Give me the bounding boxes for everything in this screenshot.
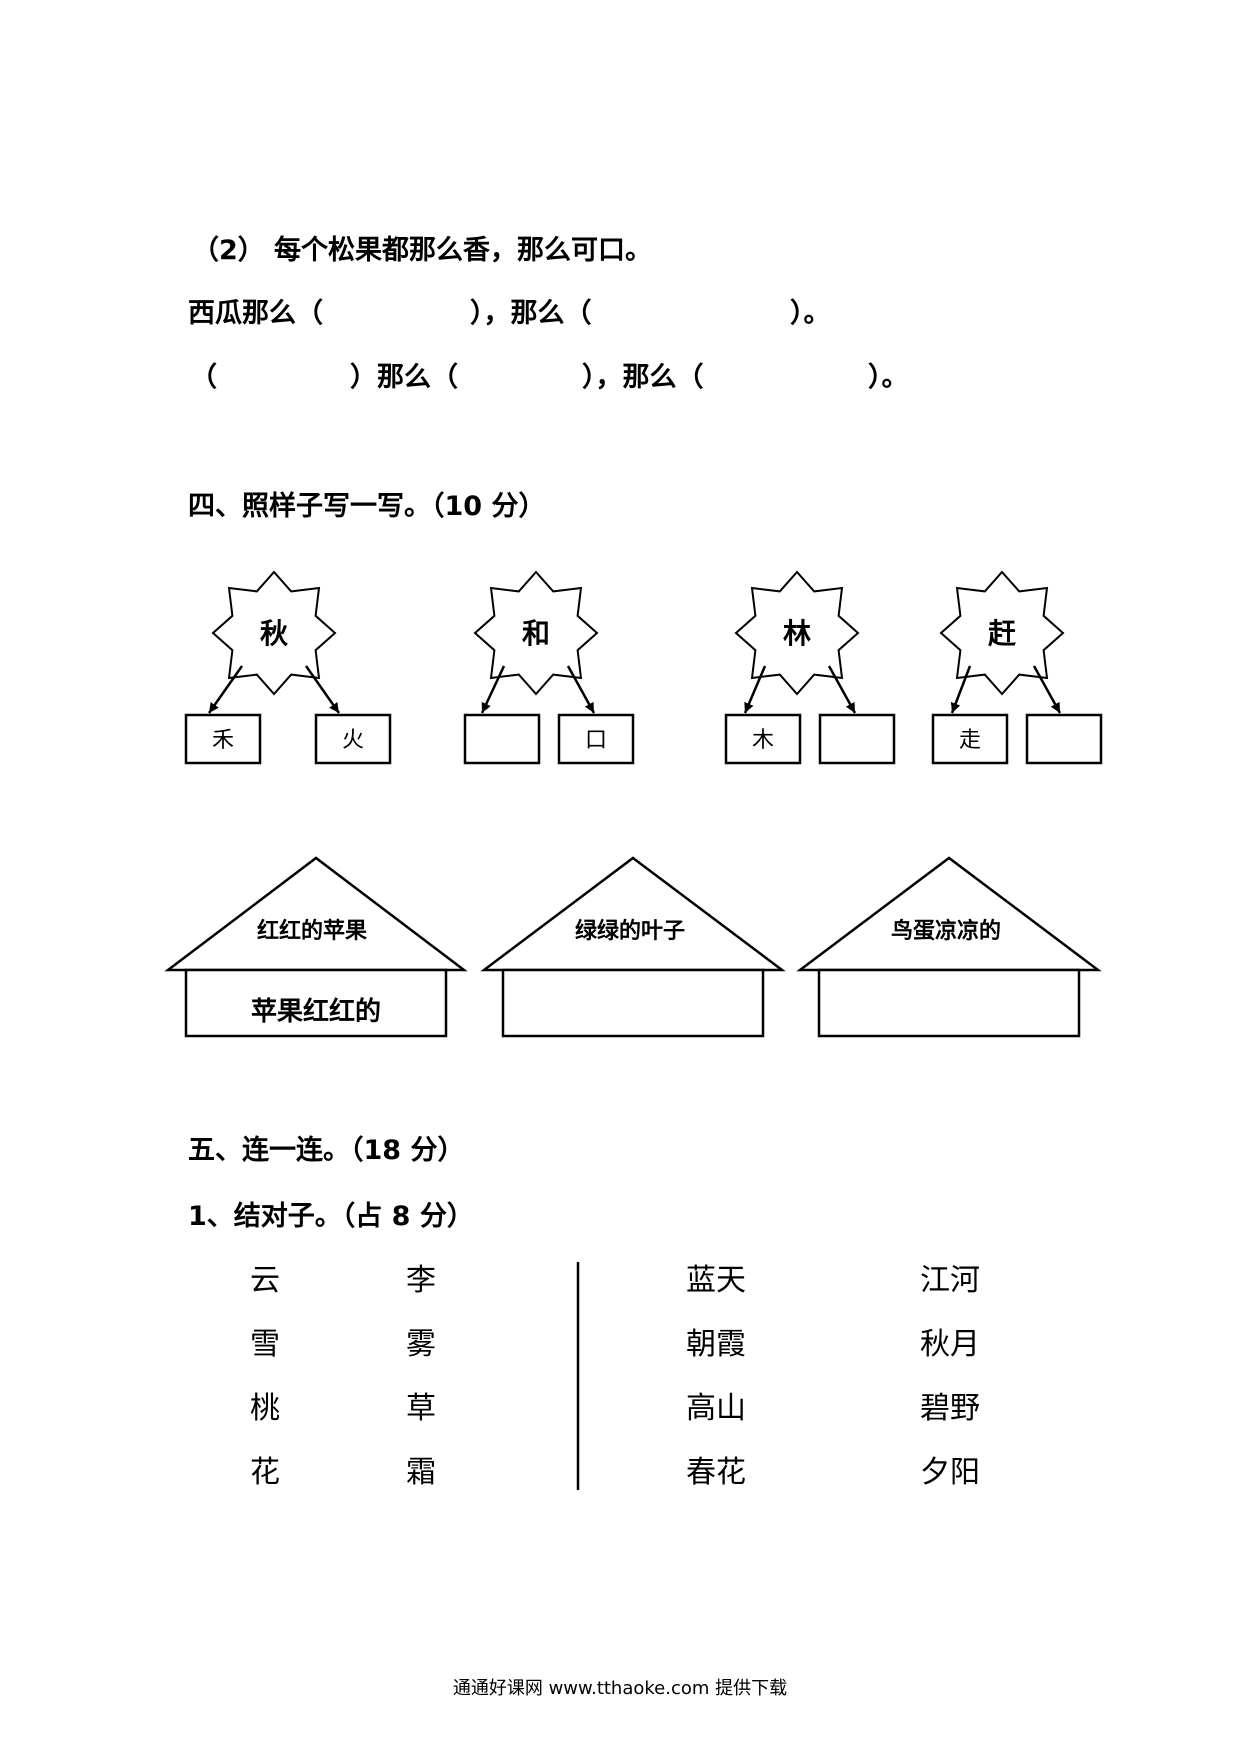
answer-box-right[interactable] [1025, 713, 1103, 765]
house-body-text: 苹果红红的 [251, 996, 381, 1027]
star-group-3: 林 木 [724, 570, 896, 765]
answer-box-left[interactable] [184, 713, 262, 765]
box-char-left: 木 [752, 728, 774, 753]
arrow-left [743, 665, 767, 714]
left-col-2-word[interactable]: 霜 [406, 1455, 436, 1490]
fill-line-2-part-4: ）。 [868, 362, 909, 393]
section-5-sub-1: 1、结对子。（占 8 分） [188, 1201, 474, 1232]
question-2-label: （2） [192, 235, 265, 266]
star-group-1: 秋 禾 火 [184, 570, 392, 765]
roof-text: 红红的苹果 [257, 918, 367, 944]
right-col-2-word[interactable]: 夕阳 [920, 1455, 980, 1490]
arrow-right [566, 665, 596, 714]
right-col-1-word[interactable]: 朝霞 [686, 1327, 746, 1362]
house-roof [164, 856, 468, 972]
star-shape [939, 570, 1065, 696]
house-roof [480, 856, 786, 972]
answer-box-left[interactable] [463, 713, 541, 765]
house-roof [796, 856, 1102, 972]
answer-box-right[interactable] [818, 713, 896, 765]
answer-box-right[interactable] [314, 713, 392, 765]
star-char: 赶 [988, 617, 1017, 650]
arrow-right [827, 665, 857, 714]
box-char-left: 禾 [212, 728, 234, 753]
right-col-2-word[interactable]: 江河 [920, 1263, 980, 1298]
answer-box-right[interactable] [557, 713, 635, 765]
left-col-2-word[interactable]: 雾 [406, 1327, 436, 1362]
star-shape [473, 570, 599, 696]
page-footer: 通通好课网 www.tthaoke.com 提供下载 [452, 1678, 788, 1699]
arrow-left [950, 665, 972, 714]
house-body[interactable] [817, 968, 1081, 1038]
star-char: 秋 [260, 617, 289, 650]
fill-line-2-part-3: ），那么（ [582, 362, 704, 393]
fill-line-1-part-3: ）。 [790, 298, 831, 329]
house-body[interactable] [501, 968, 765, 1038]
left-col-2-word[interactable]: 草 [406, 1391, 436, 1426]
right-col-2-word[interactable]: 秋月 [920, 1327, 980, 1362]
arrow-left [207, 665, 244, 714]
star-group-2: 和 口 [463, 570, 635, 765]
roof-text: 鸟蛋凉凉的 [891, 918, 1001, 944]
left-col-2-word[interactable]: 李 [406, 1263, 436, 1298]
right-col-1-word[interactable]: 蓝天 [686, 1263, 746, 1298]
answer-box-left[interactable] [931, 713, 1009, 765]
star-char: 和 [522, 617, 550, 650]
star-char: 林 [783, 617, 811, 650]
house-1: 红红的苹果 苹果红红的 [164, 856, 468, 1038]
star-group-4: 赶 走 [931, 570, 1103, 765]
house-2: 绿绿的叶子 [480, 856, 786, 1038]
house-body[interactable] [184, 968, 448, 1038]
answer-box-left[interactable] [724, 713, 802, 765]
left-col-1-word[interactable]: 雪 [250, 1327, 280, 1362]
house-3: 鸟蛋凉凉的 [796, 856, 1102, 1038]
star-shape [734, 570, 860, 696]
roof-text: 绿绿的叶子 [575, 918, 685, 944]
fill-line-2-part-2: ）那么（ [350, 362, 458, 393]
arrow-right [304, 665, 341, 714]
right-col-1-word[interactable]: 高山 [686, 1391, 746, 1426]
left-col-1-word[interactable]: 桃 [250, 1391, 280, 1426]
section-5-title: 五、连一连。（18 分） [188, 1135, 465, 1166]
left-col-1-word[interactable]: 花 [250, 1455, 280, 1490]
section-4-title: 四、照样子写一写。（10 分） [188, 491, 546, 522]
question-2-sentence: 每个松果都那么香，那么可口。 [274, 235, 652, 266]
box-char-right: 火 [342, 728, 364, 753]
arrow-right [1032, 665, 1062, 714]
arrow-left [480, 665, 506, 714]
fill-line-1-part-2: ），那么（ [470, 298, 592, 329]
right-col-1-word[interactable]: 春花 [686, 1455, 746, 1490]
right-col-2-word[interactable]: 碧野 [920, 1391, 980, 1426]
left-col-1-word[interactable]: 云 [250, 1263, 280, 1298]
box-char-left: 走 [959, 728, 981, 753]
box-char-right: 口 [585, 728, 607, 753]
fill-line-1-part-1: 西瓜那么（ [188, 298, 323, 329]
fill-line-2-part-1: （ [190, 362, 217, 393]
star-shape [211, 570, 337, 696]
